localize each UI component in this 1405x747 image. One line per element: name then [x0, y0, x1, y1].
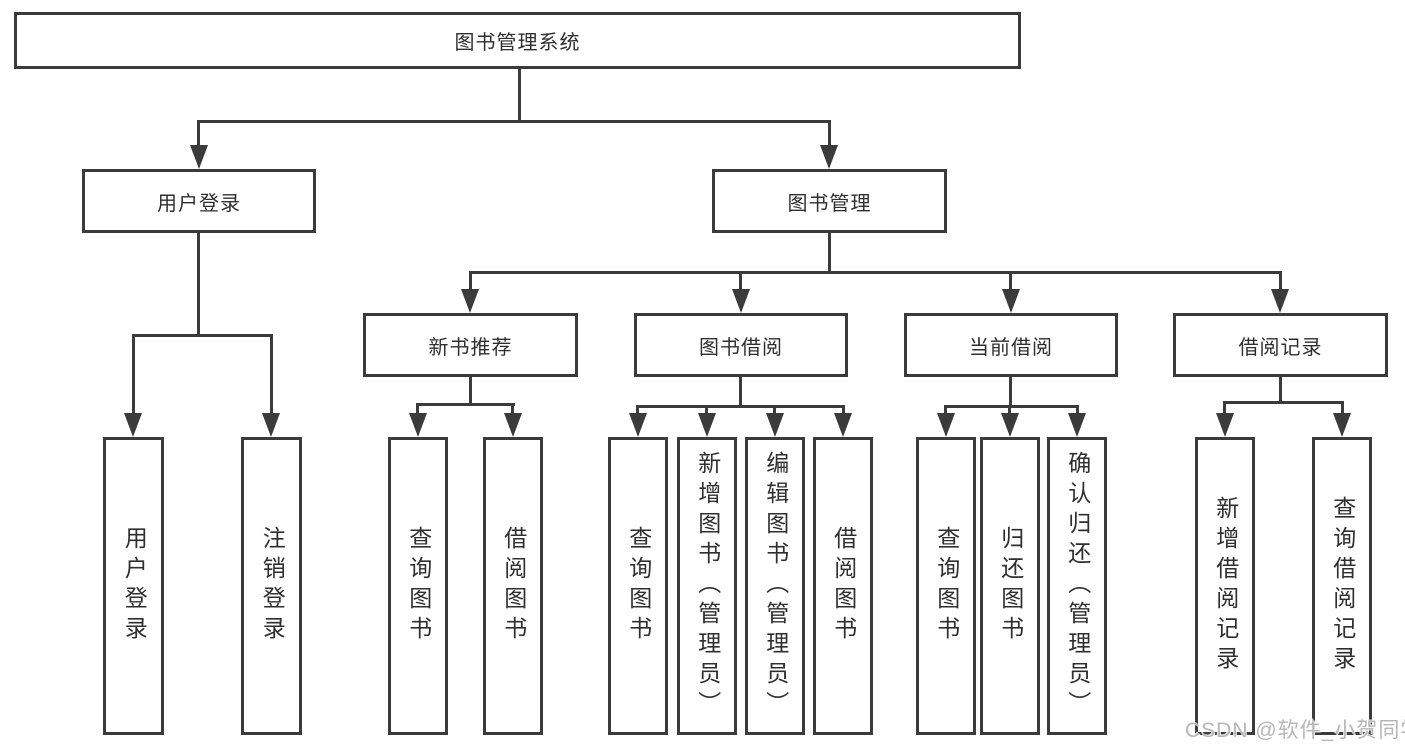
- arrow-down-icon: [409, 413, 427, 437]
- node-label: 归还图书: [997, 526, 1024, 646]
- node-label: 查询图书: [405, 526, 432, 646]
- connector-vline: [828, 233, 831, 274]
- arrow-down-icon: [461, 289, 479, 313]
- connector-vline: [1076, 405, 1079, 415]
- leaf-return-books: 归还图书: [980, 437, 1040, 735]
- node-label: 用户登录: [121, 526, 148, 646]
- node-label: 借阅图书: [500, 526, 527, 646]
- connector-vline: [944, 405, 947, 415]
- connector-vline: [1279, 271, 1282, 291]
- arrow-down-icon: [698, 413, 716, 437]
- connector-vline: [1341, 401, 1344, 415]
- node-borrowing-records: 借阅记录: [1173, 313, 1388, 377]
- leaf-add-book-admin: 新增图书（管理员）: [677, 437, 737, 735]
- connector-hline: [416, 403, 515, 406]
- arrow-down-icon: [766, 413, 784, 437]
- connector-vline: [416, 403, 419, 415]
- connector-vline: [469, 377, 472, 406]
- connector-vline: [132, 334, 135, 415]
- arrow-down-icon: [937, 413, 955, 437]
- connector-vline: [270, 334, 273, 415]
- connector-hline: [1223, 401, 1344, 404]
- arrow-down-icon: [1333, 413, 1351, 437]
- connector-hline: [132, 334, 273, 337]
- leaf-add-borrow-record: 新增借阅记录: [1195, 437, 1255, 735]
- node-label: 新增借阅记录: [1212, 496, 1239, 676]
- connector-vline: [739, 377, 742, 408]
- arrow-down-icon: [1216, 413, 1234, 437]
- arrow-down-icon: [190, 145, 208, 169]
- connector-vline: [511, 403, 514, 415]
- leaf-query-books-current: 查询图书: [916, 437, 976, 735]
- leaf-query-books-borrowing: 查询图书: [608, 437, 668, 735]
- connector-vline: [1279, 377, 1282, 404]
- node-label: 查询借阅记录: [1329, 496, 1356, 676]
- arrow-down-icon: [1002, 289, 1020, 313]
- leaf-user-login: 用户登录: [103, 437, 164, 735]
- arrow-down-icon: [1001, 413, 1019, 437]
- connector-vline: [469, 271, 472, 291]
- node-book-borrowing: 图书借阅: [634, 313, 848, 377]
- connector-vline: [197, 120, 200, 147]
- connector-vline: [197, 233, 200, 336]
- leaf-borrow-books-borrowing: 借阅图书: [813, 437, 873, 735]
- arrow-down-icon: [1068, 413, 1086, 437]
- arrow-down-icon: [820, 145, 838, 169]
- csdn-watermark: CSDN @软件_小贺同学: [1185, 719, 1405, 742]
- leaf-edit-book-admin: 编辑图书（管理员）: [745, 437, 805, 735]
- node-book-management: 图书管理: [712, 169, 947, 233]
- arrow-down-icon: [504, 413, 522, 437]
- arrow-down-icon: [262, 413, 280, 437]
- connector-vline: [828, 120, 831, 147]
- connector-vline: [1008, 405, 1011, 415]
- connector-vline: [1009, 377, 1012, 408]
- node-user-login: 用户登录: [82, 169, 316, 233]
- arrow-down-icon: [732, 289, 750, 313]
- connector-vline: [1009, 271, 1012, 291]
- connector-vline: [636, 405, 639, 415]
- node-label: 确认归还（管理员）: [1064, 451, 1091, 721]
- connector-vline: [705, 405, 708, 415]
- connector-hline: [197, 120, 831, 123]
- connector-vline: [842, 405, 845, 415]
- node-new-book-recommendation: 新书推荐: [363, 313, 578, 377]
- node-label: 新增图书（管理员）: [694, 451, 721, 721]
- leaf-query-borrow-record: 查询借阅记录: [1312, 437, 1372, 735]
- connector-vline: [518, 68, 521, 123]
- node-current-borrowing: 当前借阅: [904, 313, 1118, 377]
- connector-vline: [739, 271, 742, 291]
- arrow-down-icon: [629, 413, 647, 437]
- leaf-confirm-return-admin: 确认归还（管理员）: [1047, 437, 1107, 735]
- connector-hline: [944, 405, 1079, 408]
- arrow-down-icon: [834, 413, 852, 437]
- arrow-down-icon: [124, 413, 142, 437]
- node-label: 注销登录: [259, 526, 286, 646]
- connector-hline: [469, 271, 1281, 274]
- arrow-down-icon: [1271, 289, 1289, 313]
- leaf-logout: 注销登录: [241, 437, 302, 735]
- node-label: 查询图书: [625, 526, 652, 646]
- node-label: 借阅图书: [830, 526, 857, 646]
- connector-vline: [1223, 401, 1226, 415]
- connector-hline: [636, 405, 845, 408]
- connector-vline: [773, 405, 776, 415]
- node-label: 查询图书: [933, 526, 960, 646]
- leaf-query-books-recommend: 查询图书: [388, 437, 448, 735]
- node-system-root: 图书管理系统: [14, 12, 1021, 69]
- leaf-borrow-books-recommend: 借阅图书: [483, 437, 543, 735]
- node-label: 编辑图书（管理员）: [762, 451, 789, 721]
